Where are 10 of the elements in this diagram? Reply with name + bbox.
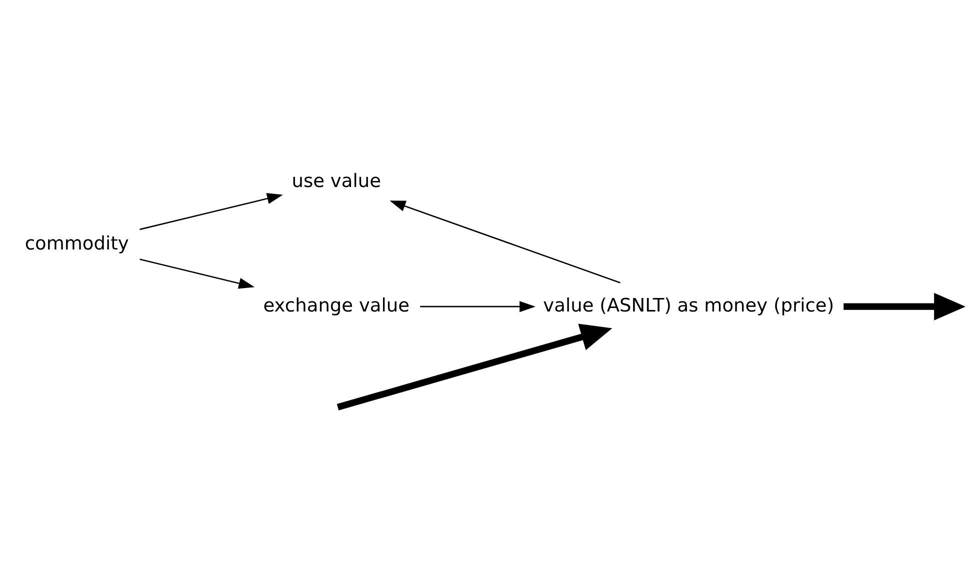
arrow <box>140 258 255 288</box>
arrow <box>336 323 612 410</box>
arrow <box>420 300 536 312</box>
arrow <box>844 292 965 320</box>
node-text: use value <box>292 170 382 192</box>
node-text: commodity <box>24 232 129 254</box>
node-text: value (ASNLT) as money (price) <box>543 294 834 316</box>
arrow <box>140 192 283 230</box>
node-text: exchange value <box>263 294 410 316</box>
arrow <box>390 200 620 283</box>
